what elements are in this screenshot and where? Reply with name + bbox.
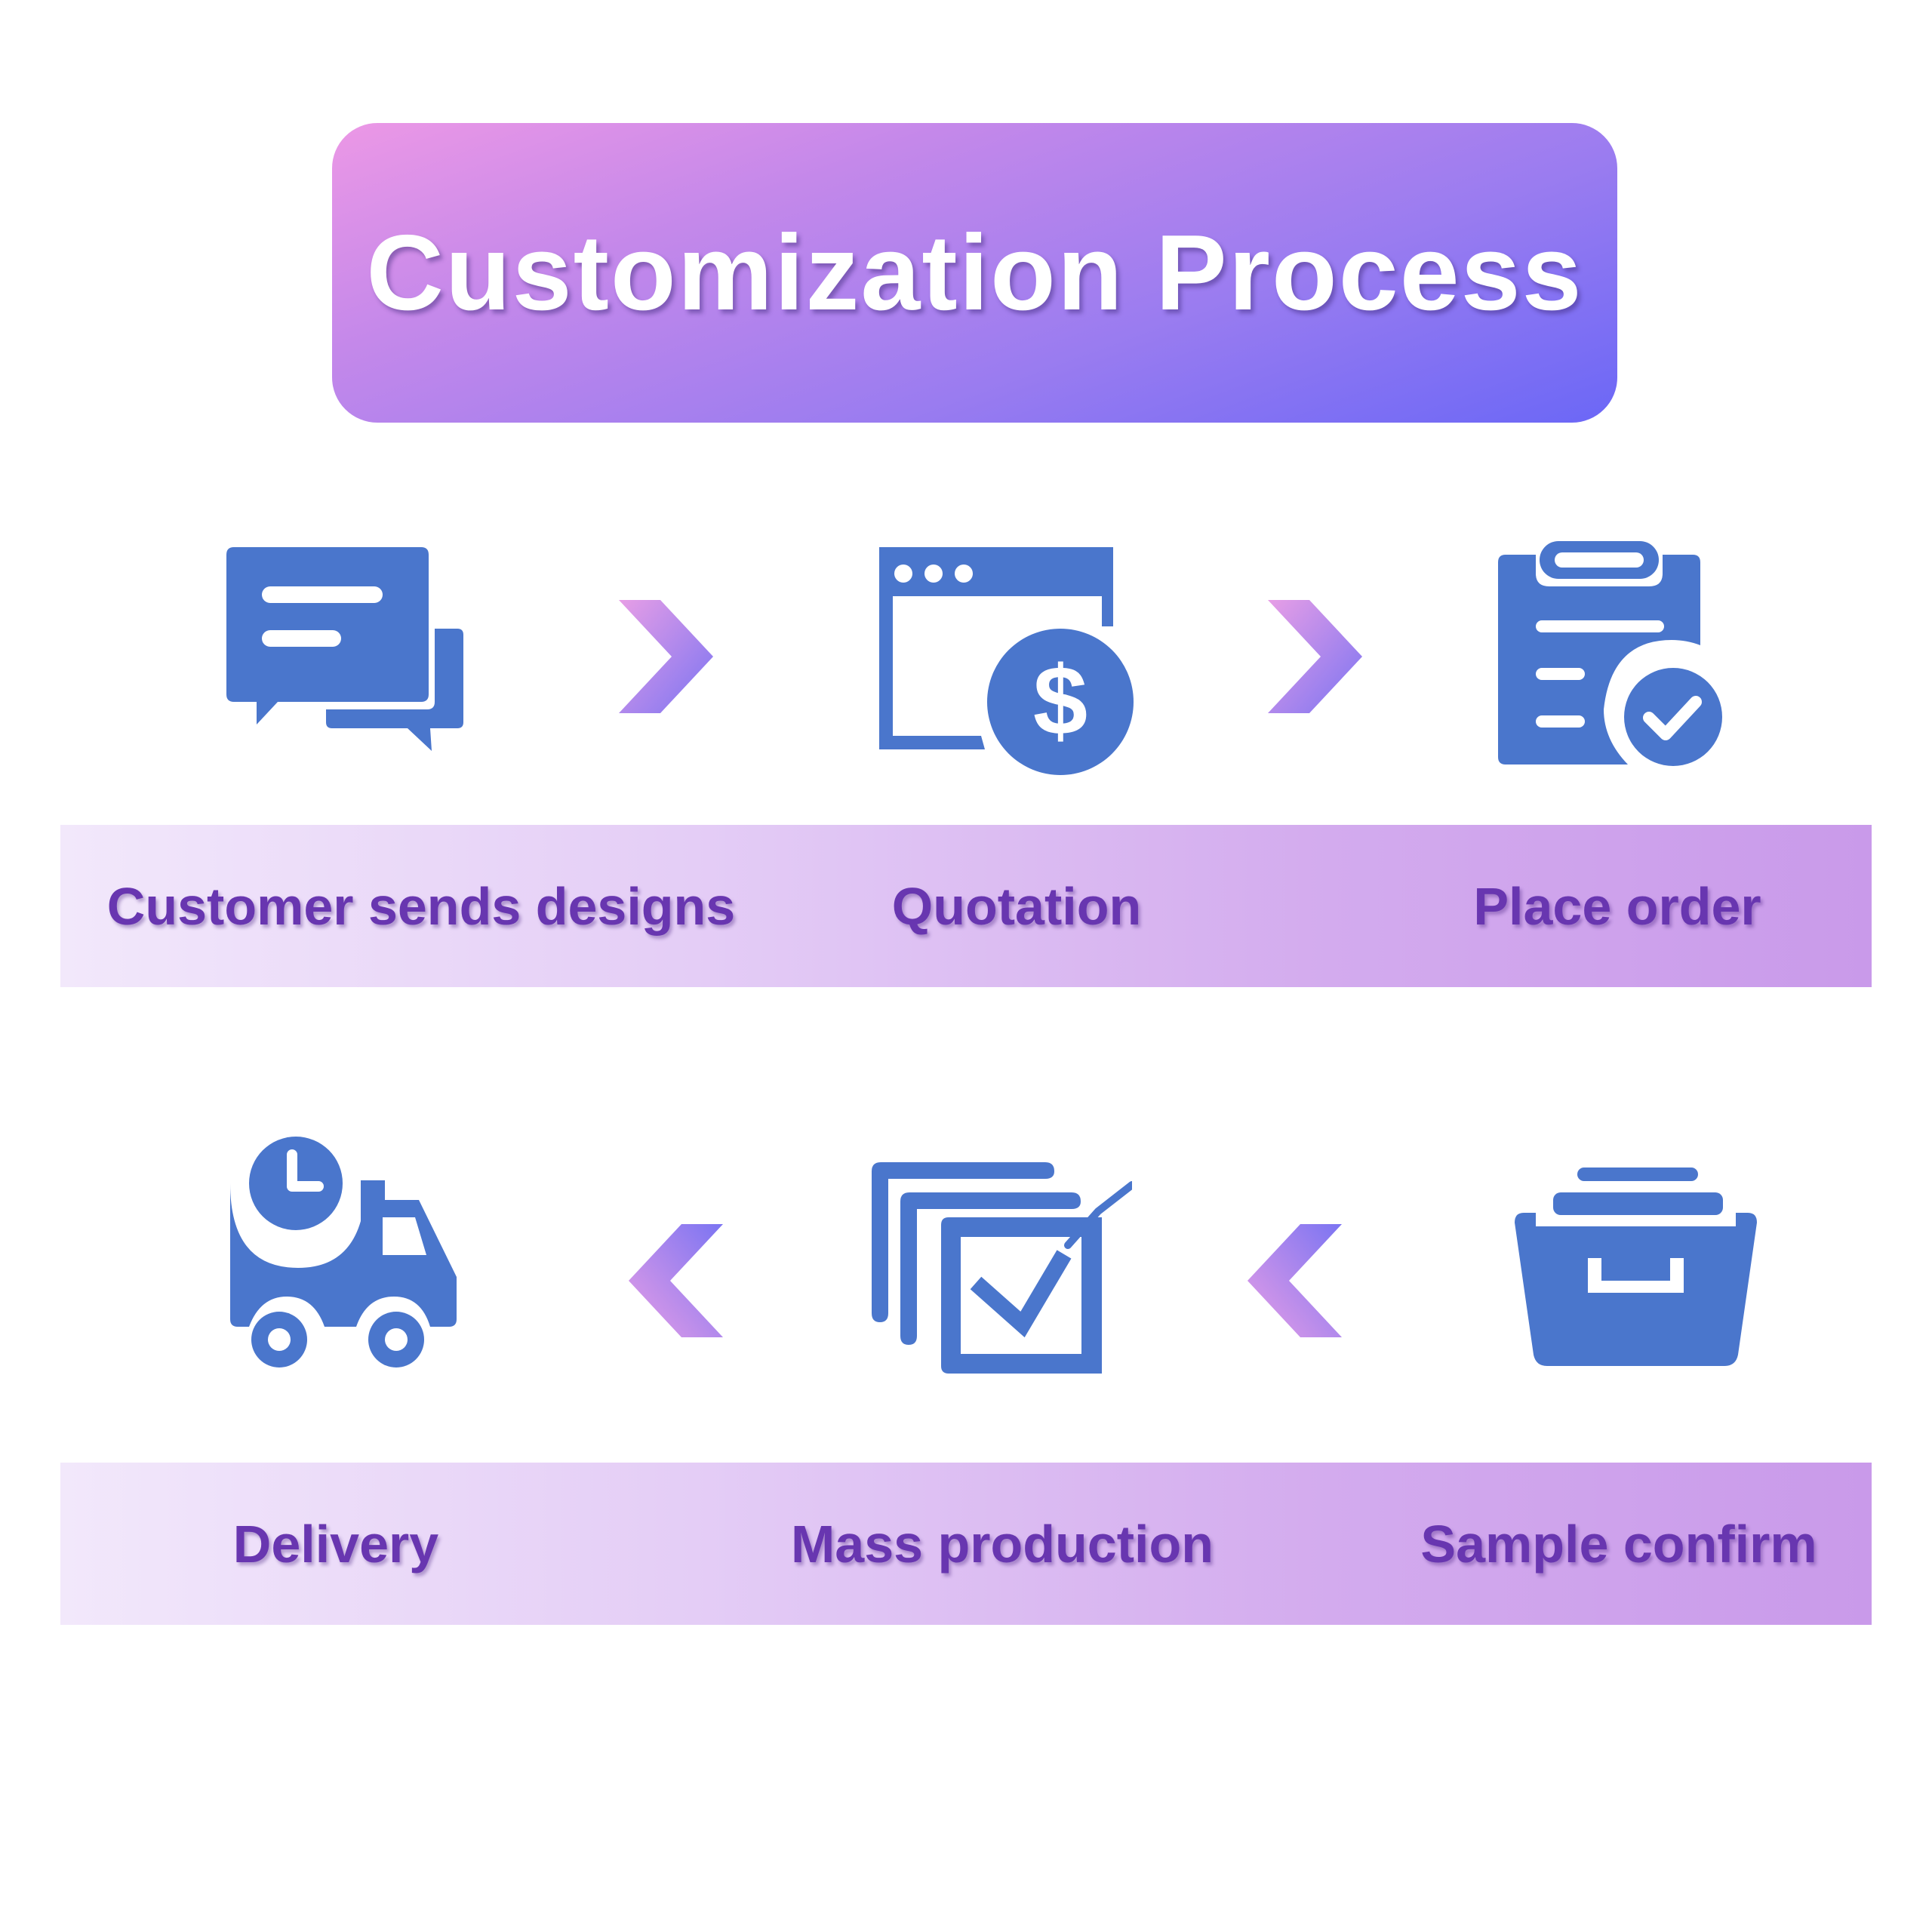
- label-band-bottom: Delivery Mass production Sample confirm: [60, 1463, 1872, 1625]
- step-label-mass-production: Mass production: [790, 1514, 1214, 1574]
- arrow-right-2: [1268, 600, 1366, 713]
- label-band-top: Customer sends designs Quotation Place o…: [60, 825, 1872, 987]
- arrow-left-2: [1244, 1224, 1342, 1337]
- chat-bubbles-icon: [226, 547, 468, 758]
- step-label-sample-confirm: Sample confirm: [1420, 1514, 1817, 1574]
- file-box-icon: [1513, 1166, 1758, 1366]
- page-title: Customization Process: [366, 212, 1583, 333]
- step-label-place-order: Place order: [1473, 876, 1761, 936]
- step-label-delivery: Delivery: [232, 1514, 439, 1574]
- step-label-quotation: Quotation: [891, 876, 1142, 936]
- stacked-checkbox-icon: [872, 1162, 1132, 1381]
- title-banner: Customization Process: [332, 123, 1617, 423]
- step-label-customer-sends-designs: Customer sends designs: [106, 876, 736, 936]
- clipboard-check-icon: [1498, 540, 1728, 770]
- arrow-right-1: [619, 600, 717, 713]
- truck-clock-icon: [226, 1132, 460, 1374]
- arrow-left-1: [625, 1224, 723, 1337]
- svg-text:$: $: [1033, 645, 1088, 755]
- browser-dollar-icon: $: [879, 547, 1140, 777]
